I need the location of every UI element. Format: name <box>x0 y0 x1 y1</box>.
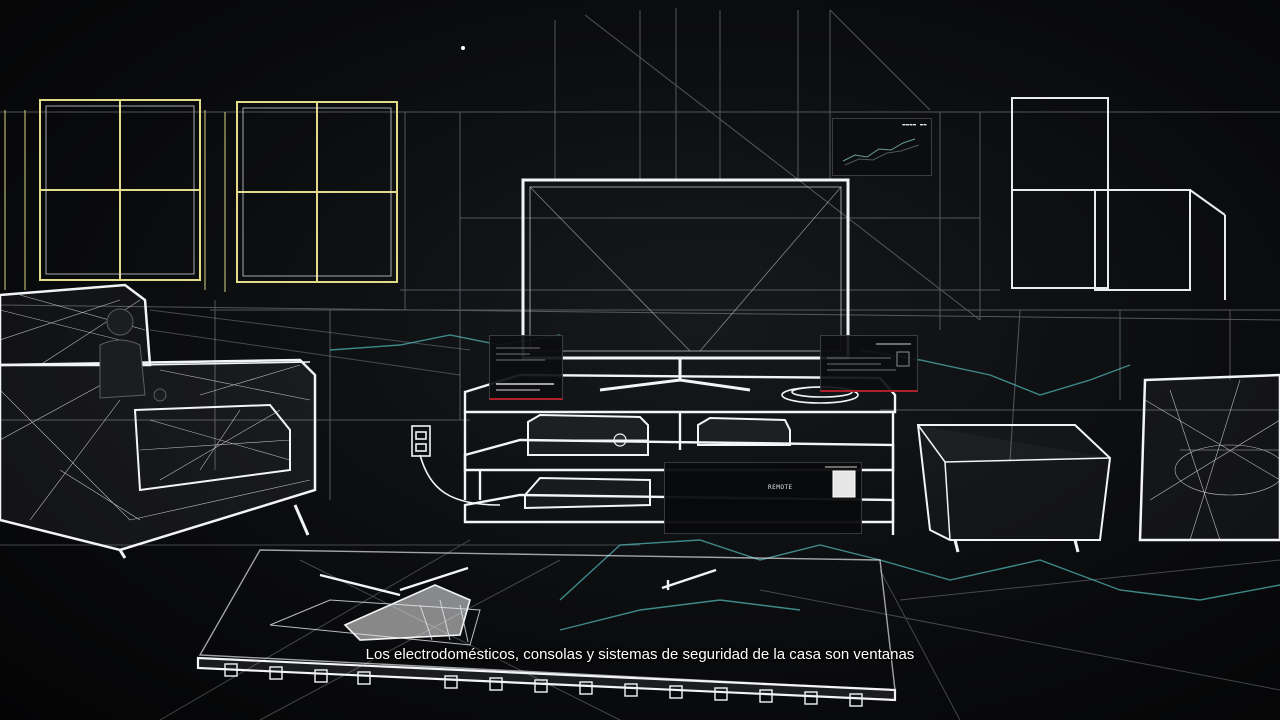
subtitle-caption: Los electrodomésticos, consolas y sistem… <box>365 646 915 663</box>
armchair-right-wireframe <box>1138 373 1280 542</box>
television-wireframe <box>521 178 850 392</box>
ottoman-wireframe <box>916 424 1112 553</box>
window-left-1 <box>39 99 201 281</box>
hud-panel-top-right: ▬▬▬▬ ▬▬ <box>832 118 932 176</box>
dvd-player-wireframe <box>524 476 651 510</box>
floor-grid <box>0 309 1280 720</box>
remote-controls <box>319 566 717 597</box>
av-receiver-wireframe <box>527 413 649 456</box>
armchair-left-wireframe <box>0 283 317 559</box>
hud-panel-device-left <box>489 335 563 400</box>
left-wall-lines <box>4 110 226 292</box>
wall-outlet <box>411 425 431 457</box>
hud-panel-device-right <box>820 335 918 392</box>
hud-panel-remote <box>664 462 862 534</box>
cutting-board-wireframe <box>269 599 481 646</box>
light-speck <box>461 46 465 50</box>
magazine-wireframe <box>343 584 471 641</box>
window-right <box>1011 97 1226 300</box>
back-wall-grid <box>0 8 1280 500</box>
game-console-wireframe <box>697 416 791 446</box>
window-left-2 <box>236 101 398 283</box>
hud-remote-label: REMOTE <box>768 484 793 491</box>
coffee-table-wireframe <box>196 549 897 707</box>
figure-silhouette <box>99 308 167 402</box>
